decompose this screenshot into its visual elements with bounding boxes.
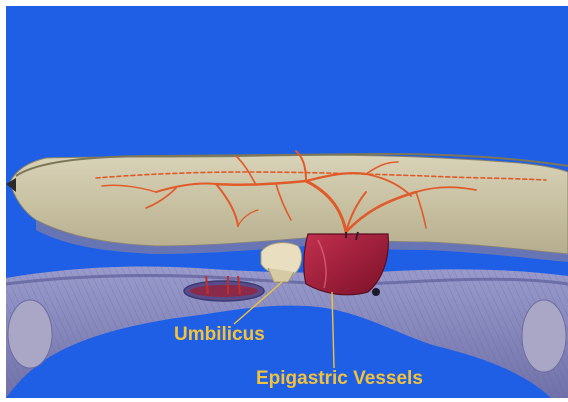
diagram-panel: Umbilicus Epigastric Vessels bbox=[6, 6, 568, 398]
abdominal-wall-cross-section: Umbilicus Epigastric Vessels bbox=[6, 6, 568, 398]
umbilicus-label: Umbilicus bbox=[174, 324, 265, 345]
epigastric-vessels-label: Epigastric Vessels bbox=[256, 368, 423, 389]
